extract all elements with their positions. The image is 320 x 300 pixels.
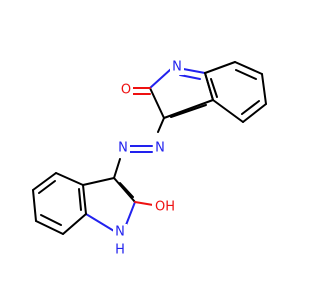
atom-label-n-azo-2: N	[118, 141, 128, 156]
bond-c7-c6-double	[235, 69, 257, 80]
bond-c2-c3	[149, 87, 165, 119]
bond-c7aprime-c3aprime	[82, 184, 87, 215]
atom-label-n-top: N	[172, 60, 182, 75]
bond-c5-c4-double	[241, 100, 260, 115]
bond-c7a-c3a-inner	[210, 78, 218, 98]
lower-indole-fragment	[32, 172, 154, 235]
bond-c4prime-c5prime	[32, 172, 57, 191]
oxygen-top: O	[119, 82, 133, 98]
bond-c7a-c7	[204, 61, 236, 74]
bond-c2prime-oh	[134, 201, 154, 206]
bond-c3aprime-c7aprime-inner	[78, 188, 82, 211]
nitrogen-azo-1: N	[153, 140, 167, 156]
bond-c2prime-n1prime	[125, 201, 136, 226]
bond-c3aprime-c3prime	[82, 177, 115, 186]
bond-n1-c7a-double	[179, 74, 201, 80]
molecule-structure-diagram: O N N N OH N H	[32, 59, 267, 258]
nitrogen-azo-2: N	[116, 140, 130, 156]
bond-c3a-c3	[163, 99, 214, 119]
bond-c3aprime-c4prime	[55, 172, 84, 186]
bond-c5-c4	[242, 103, 267, 123]
bond-n-c3prime	[113, 158, 121, 179]
bond-c2-n1	[149, 68, 172, 89]
hydroxyl-bottom: OH	[152, 199, 178, 215]
bond-c7-c6	[234, 61, 263, 75]
bond-c4-c3a	[212, 99, 244, 123]
atom-label-oh-bottom: OH	[155, 200, 175, 215]
bond-c6prime-c7prime-double	[40, 214, 62, 226]
azo-linkage	[113, 117, 165, 179]
bond-c6prime-c7prime	[35, 220, 64, 235]
bond-c3prime-c2prime-double	[119, 182, 134, 198]
bond-n1prime-c7aprime	[85, 213, 115, 232]
nitrogen-top: N	[170, 59, 184, 75]
bond-c3a-c3-double	[170, 104, 207, 118]
atom-label-o-top: O	[121, 83, 131, 98]
upper-indolone-fragment	[130, 61, 267, 123]
bond-c3prime-c2prime	[113, 177, 136, 203]
nitrogen-nh-bottom: N H	[113, 224, 127, 258]
bond-c3-n	[157, 117, 165, 133]
atom-label-h-bottom: H	[115, 243, 125, 258]
atom-label-n-azo-1: N	[155, 141, 165, 156]
bond-c7a-c3a-aromatic	[204, 72, 214, 101]
bond-c5prime-c6prime	[32, 189, 37, 222]
atom-labels: O N N N OH N H	[113, 59, 184, 258]
atom-label-n-bottom: N	[115, 225, 125, 240]
bond-c7prime-c7aprime	[62, 213, 87, 235]
bond-c6-c5	[261, 73, 267, 105]
bond-c4prime-c5prime-double	[38, 180, 56, 194]
